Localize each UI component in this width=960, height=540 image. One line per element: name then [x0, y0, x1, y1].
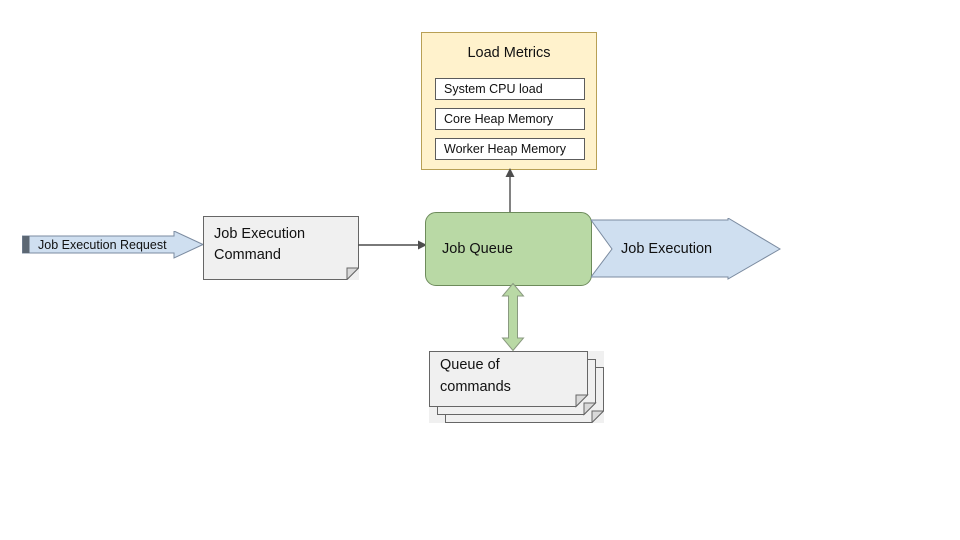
- queue-of-commands-note-front: [429, 351, 589, 408]
- connector-command-to-queue: [358, 238, 428, 252]
- job-execution-command-label: Job Execution Command: [214, 226, 306, 263]
- job-execution-command-note[interactable]: Job Execution Command: [203, 216, 359, 280]
- metric-item-system-cpu-load[interactable]: System CPU load: [435, 78, 585, 100]
- arrow-job-execution-request-label: Job Execution Request: [38, 238, 167, 252]
- queue-of-commands-stack[interactable]: [429, 351, 604, 423]
- arrow-job-execution-request[interactable]: [22, 231, 204, 259]
- arrow-job-execution[interactable]: [591, 218, 781, 280]
- load-metrics-panel[interactable]: Load Metrics System CPU load Core Heap M…: [421, 32, 597, 170]
- queue-of-commands-label: Queue of commands: [440, 357, 511, 395]
- arrow-queue-sync[interactable]: [501, 283, 525, 351]
- load-metrics-title: Load Metrics: [467, 45, 551, 61]
- metric-item-core-heap-memory[interactable]: Core Heap Memory: [435, 108, 585, 130]
- job-queue-box[interactable]: Job Queue: [425, 212, 592, 286]
- metric-item-worker-heap-memory[interactable]: Worker Heap Memory: [435, 138, 585, 160]
- arrow-job-execution-label: Job Execution: [621, 241, 713, 257]
- job-queue-label: Job Queue: [442, 241, 513, 257]
- connector-queue-to-metrics: [504, 168, 516, 214]
